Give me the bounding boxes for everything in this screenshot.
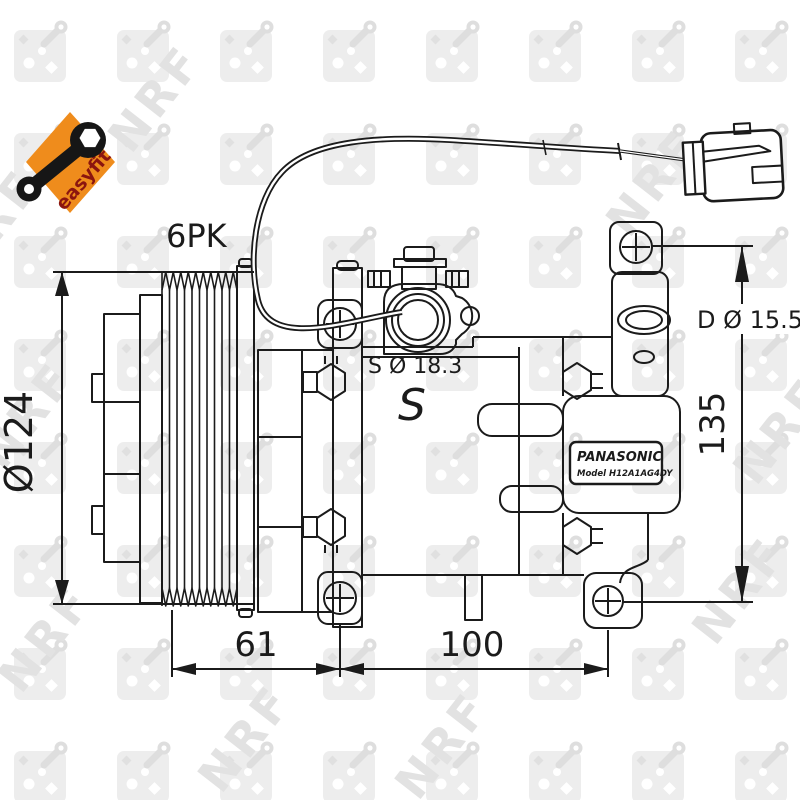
dim-text-135: 135 xyxy=(693,392,733,457)
rear-foot-web xyxy=(619,559,649,584)
dim-text-pulley-diameter: Ø124 xyxy=(0,391,41,493)
rear-top-bracket xyxy=(609,221,671,397)
hex-bolt-front-bottom xyxy=(302,508,346,553)
dim-135: 135 xyxy=(622,245,753,603)
power-cable xyxy=(250,122,785,332)
discharge-port xyxy=(617,305,671,364)
nameplate-model: Model H12A1AG4DY xyxy=(577,469,673,479)
compressor-body xyxy=(361,336,681,629)
arrow-right-icon xyxy=(316,663,340,675)
hex-bolt-rear-bottom xyxy=(562,517,603,555)
label-d-diameter: D Ø 15.5 xyxy=(694,304,800,334)
front-housing-nose xyxy=(257,349,303,613)
arrow-up-icon xyxy=(735,246,749,282)
panasonic-label: PANASONIC Model H12A1AG4DY xyxy=(568,440,673,486)
dim-pulley-diameter: Ø124 xyxy=(0,271,254,605)
label-6pk: 6PK xyxy=(166,217,228,255)
arrow-down-icon xyxy=(55,580,69,604)
stamp-s: S xyxy=(398,380,426,431)
wrench-icon xyxy=(16,122,106,202)
bolt-hole-icon xyxy=(323,581,357,615)
suction-port xyxy=(383,283,480,355)
dim-text-100: 100 xyxy=(440,625,505,665)
easyfit-badge: easyfit xyxy=(16,112,116,215)
suction-fitting xyxy=(367,246,469,290)
compressor-assembly: PANASONIC Model H12A1AG4DY xyxy=(0,122,800,677)
hex-bolt-front-top xyxy=(302,356,346,401)
arrow-left-icon xyxy=(340,663,364,675)
dim-text-61: 61 xyxy=(234,625,277,665)
mounting-boss-upper xyxy=(477,403,564,437)
mounting-foot-rear xyxy=(583,572,643,629)
hex-bolt-rear-top xyxy=(562,362,603,400)
arrow-right-icon xyxy=(584,663,608,675)
flange-bolt-hole xyxy=(460,306,480,326)
label-d-diameter-text: D Ø 15.5 xyxy=(697,306,800,334)
arrow-left-icon xyxy=(172,663,196,675)
svg-text:NRF: NRF xyxy=(187,674,304,800)
arrow-up-icon xyxy=(55,272,69,296)
label-s-diameter: S Ø 18.3 xyxy=(368,354,462,379)
nameplate-brand: PANASONIC xyxy=(577,450,662,465)
cable-connector xyxy=(681,122,785,203)
dim-100: 100 xyxy=(340,625,609,677)
arrow-down-icon xyxy=(735,566,749,602)
